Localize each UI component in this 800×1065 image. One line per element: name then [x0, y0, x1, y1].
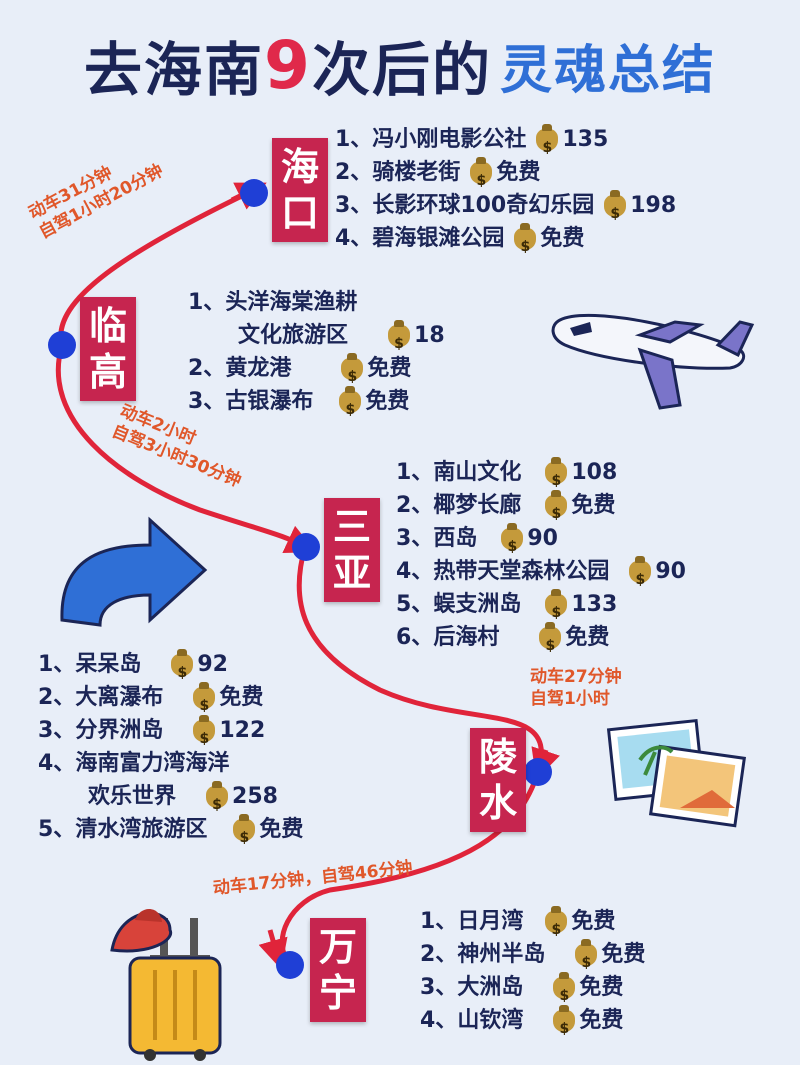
list-item: 1、日月湾 免费 [420, 905, 645, 947]
list-item: 2、大离瀑布 免费 [38, 681, 303, 723]
money-bag-icon [553, 1004, 576, 1046]
money-bag-icon [341, 352, 364, 394]
money-bag-icon [193, 714, 216, 756]
title-main: 去海南 [84, 36, 265, 104]
route-note-sanya-lingshui: 动车27分钟 自驾1小时 [530, 667, 622, 709]
money-bag-icon [514, 222, 537, 264]
attraction-list-lingao: 1、头洋海棠渔耕 文化旅游区 18 2、黄龙港 免费 3、古银瀑布 免费 [188, 286, 445, 427]
money-bag-icon [539, 621, 562, 663]
list-item: 3、西岛 90 [396, 522, 686, 564]
money-bag-icon [470, 156, 493, 198]
node-wanning [276, 951, 304, 979]
city-label-sanya: 三 亚 [324, 498, 380, 602]
list-item: 3、古银瀑布 免费 [188, 385, 445, 427]
money-bag-icon [171, 648, 194, 690]
node-haikou [240, 179, 268, 207]
money-bag-icon [339, 385, 362, 427]
list-item: 3、长影环球100奇幻乐园 198 [335, 189, 676, 231]
list-item: 4、海南富力湾海洋 [38, 751, 230, 776]
money-bag-icon [545, 456, 568, 498]
photos-icon [606, 718, 747, 828]
route-line [55, 189, 544, 968]
money-bag-icon [553, 971, 576, 1013]
money-bag-icon [388, 319, 411, 361]
money-bag-icon [629, 555, 652, 597]
money-bag-icon [575, 938, 598, 980]
attraction-list-wanning: 1、日月湾 免费 2、神州半岛 免费 3、大洲岛 免费 4、山钦湾 免费 [420, 905, 645, 1046]
title-number: 9 [264, 26, 312, 104]
attraction-list-lingshui: 1、呆呆岛 92 2、大离瀑布 免费 3、分界洲岛 122 4、海南富力湾海洋 … [38, 648, 303, 855]
list-item: 2、椰梦长廊 免费 [396, 489, 686, 531]
arrow-icon [60, 516, 208, 627]
city-label-lingshui: 陵 水 [470, 728, 526, 832]
list-item-continued: 欢乐世界 258 [38, 780, 303, 822]
city-label-wanning: 万 宁 [310, 918, 366, 1022]
money-bag-icon [545, 588, 568, 630]
list-item: 4、山钦湾 免费 [420, 1004, 645, 1046]
title-rest: 次后的 [311, 36, 492, 104]
list-item: 2、黄龙港 免费 [188, 352, 445, 394]
list-item: 3、大洲岛 免费 [420, 971, 645, 1013]
list-item: 3、分界洲岛 122 [38, 714, 303, 756]
money-bag-icon [233, 813, 256, 855]
list-item: 1、呆呆岛 92 [38, 648, 303, 690]
airplane-icon [551, 313, 755, 410]
money-bag-icon [536, 123, 559, 165]
list-item: 1、冯小刚电影公社 135 [335, 123, 676, 165]
money-bag-icon [193, 681, 216, 723]
attraction-list-sanya: 1、南山文化 108 2、椰梦长廊 免费 3、西岛 90 4、热带天堂森林公园 … [396, 456, 686, 663]
list-item: 2、骑楼老街 免费 [335, 156, 676, 198]
list-item: 1、头洋海棠渔耕 [188, 290, 358, 315]
money-bag-icon [545, 905, 568, 947]
list-item-continued: 文化旅游区 18 [188, 319, 445, 361]
list-item: 5、蜈支洲岛 133 [396, 588, 686, 630]
money-bag-icon [545, 489, 568, 531]
money-bag-icon [501, 522, 524, 564]
list-item: 4、热带天堂森林公园 90 [396, 555, 686, 597]
suitcase-icon [110, 908, 222, 1061]
list-item: 1、南山文化 108 [396, 456, 686, 498]
node-lingao [48, 331, 76, 359]
page-title: 去海南 9 次后的 灵魂总结 [0, 20, 800, 110]
city-label-haikou: 海 口 [272, 138, 328, 242]
node-lingshui [524, 758, 552, 786]
title-highlight: 灵魂总结 [499, 40, 716, 101]
node-sanya [292, 533, 320, 561]
list-item: 2、神州半岛 免费 [420, 938, 645, 980]
list-item: 5、清水湾旅游区 免费 [38, 813, 303, 855]
city-label-lingao: 临 高 [80, 297, 136, 401]
attraction-list-haikou: 1、冯小刚电影公社 135 2、骑楼老街 免费 3、长影环球100奇幻乐园 19… [335, 123, 676, 264]
list-item: 6、后海村 免费 [396, 621, 686, 663]
money-bag-icon [206, 780, 229, 822]
money-bag-icon [604, 189, 627, 231]
list-item: 4、碧海银滩公园 免费 [335, 222, 676, 264]
